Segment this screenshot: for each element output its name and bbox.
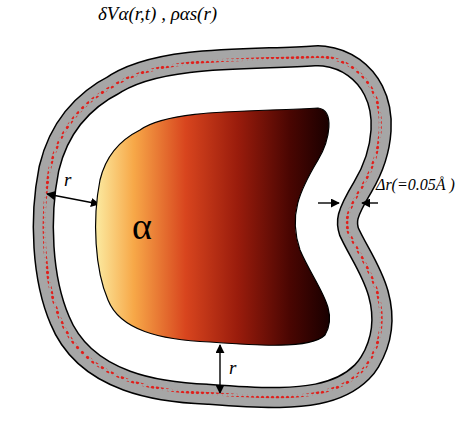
thickness-label: Δr(=0.05Å )	[376, 176, 455, 194]
thickness-arrow	[362, 202, 378, 203]
shell-band	[96, 108, 330, 345]
dotted-surface-line	[96, 108, 330, 345]
distance-arrow	[47, 194, 99, 204]
distance-arrow	[219, 345, 220, 393]
distance-label: r	[64, 170, 71, 191]
particle-blob: α	[88, 100, 340, 352]
shell-outer-border	[96, 108, 330, 345]
blob-outline	[88, 100, 340, 352]
thickness-arrow	[318, 202, 339, 203]
region-symbol: α	[132, 206, 152, 248]
shell-inner-border	[96, 108, 330, 345]
volume-label: δVα(r,t) , ραs(r)	[98, 4, 217, 25]
distance-label: r	[229, 358, 236, 379]
shell-gap	[96, 108, 330, 345]
